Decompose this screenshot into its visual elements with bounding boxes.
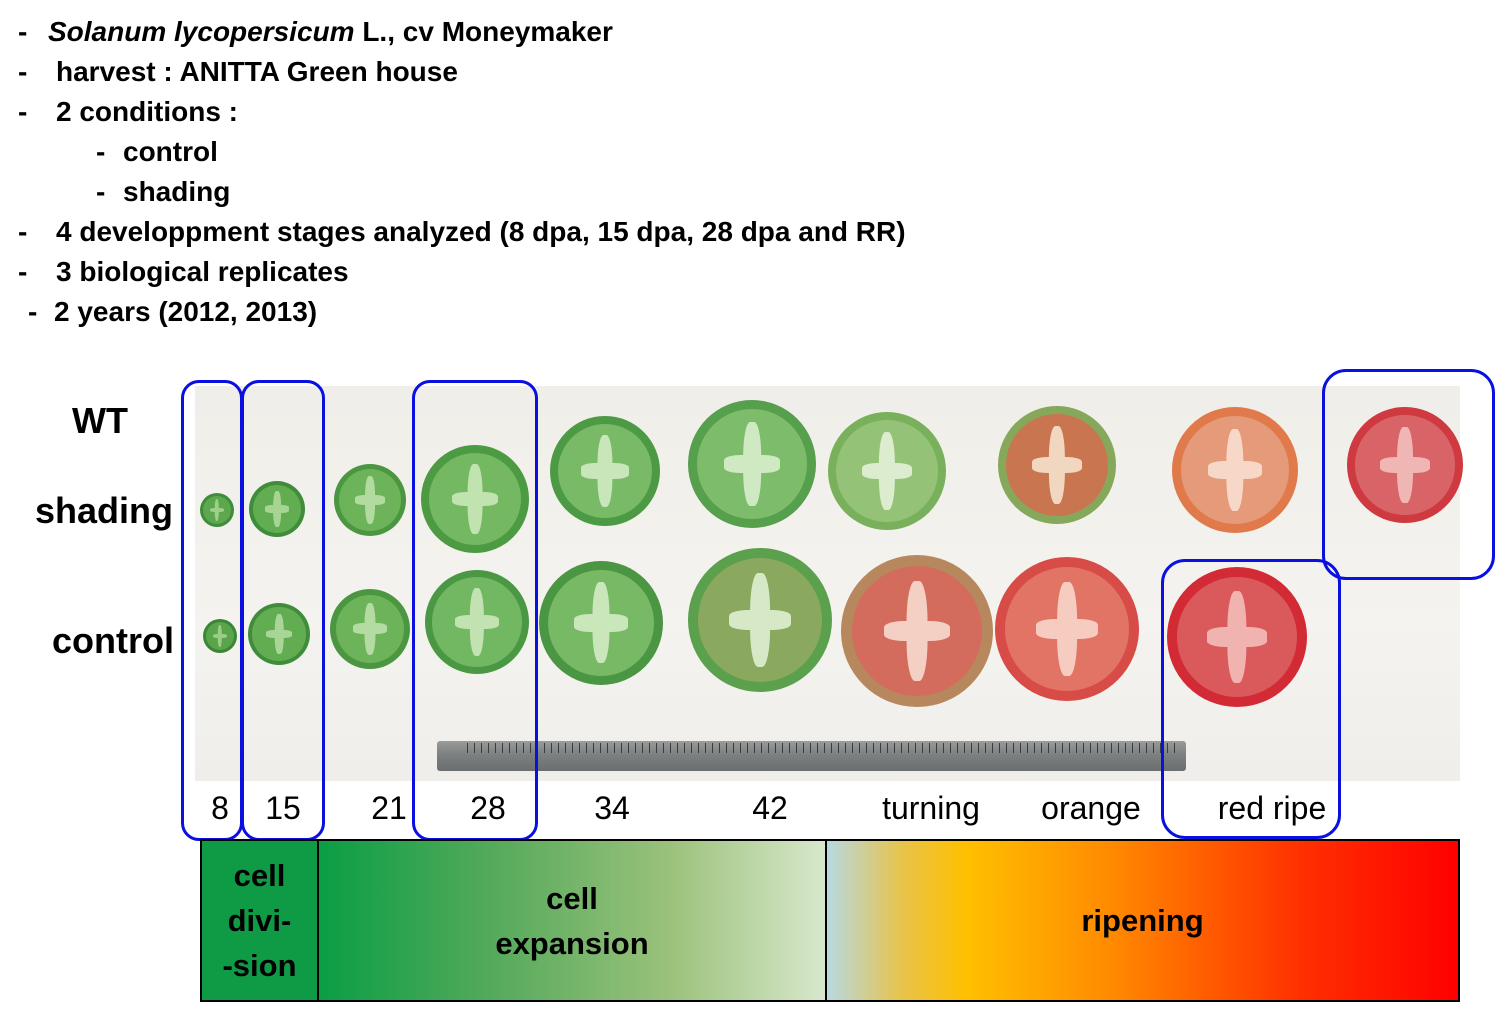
tomato-section	[998, 406, 1116, 524]
stage-label-orange: orange	[1041, 790, 1141, 826]
tomato-section	[200, 493, 234, 527]
phase-cell-expansion: cell expansion	[317, 839, 827, 1002]
tomato-section	[550, 416, 660, 526]
ruler	[437, 741, 1186, 771]
species-name: Solanum lycopersicum	[48, 16, 355, 47]
highlight-box-red-ripe	[1161, 559, 1341, 839]
row-label-wt: WT	[72, 400, 128, 441]
tomato-photo	[195, 386, 1463, 781]
highlight-box-8dpa	[181, 380, 243, 841]
stage-label-34: 34	[594, 790, 630, 826]
phase-cell-division: cell divi- -sion	[200, 839, 319, 1002]
tomato-section	[334, 464, 406, 536]
stage-label-red-ripe: red ripe	[1217, 790, 1327, 826]
tomato-section	[1172, 407, 1298, 533]
tomato-section	[248, 603, 310, 665]
stage-label-8: 8	[211, 790, 229, 826]
tomato-section	[539, 561, 663, 685]
stage-label-21: 21	[371, 790, 407, 826]
row-label-control: control	[52, 620, 174, 661]
tomato-section	[425, 570, 529, 674]
tomato-section	[688, 548, 832, 692]
stage-label-42: 42	[752, 790, 788, 826]
tomato-section	[1347, 407, 1463, 523]
stage-label-turning: turning	[882, 790, 980, 826]
stage-label-15: 15	[265, 790, 301, 826]
stage-label-28: 28	[470, 790, 506, 826]
phase-ripening: ripening	[825, 839, 1460, 1002]
highlight-box-28dpa	[412, 380, 538, 841]
tomato-section	[1167, 567, 1307, 707]
highlight-box-15dpa	[241, 380, 325, 841]
tomato-section	[688, 400, 816, 528]
tomato-section	[828, 412, 946, 530]
tomato-section	[249, 481, 305, 537]
cultivar: L., cv Moneymaker	[354, 16, 613, 47]
row-label-shading: shading	[35, 490, 174, 531]
tomato-section	[995, 557, 1139, 701]
tomato-section	[330, 589, 410, 669]
tomato-section	[841, 555, 993, 707]
tomato-section	[203, 619, 237, 653]
tomato-section	[421, 445, 529, 553]
highlight-box-wt-red-ripe	[1322, 369, 1495, 580]
